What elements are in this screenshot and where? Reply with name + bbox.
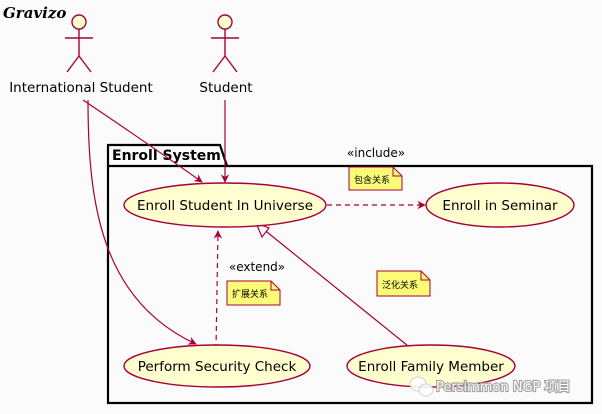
actor-international-student: International Student [9,14,153,96]
actor-label: Student [199,80,252,96]
usecase-enroll-family-member: Enroll Family Member [346,344,516,388]
gravizo-logo: Gravizo [3,4,66,22]
package-enroll-system: Enroll System [106,143,594,405]
generalization-line [261,227,414,351]
usecase-label: Enroll in Seminar [442,198,558,214]
usecase-label: Perform Security Check [138,359,297,375]
include-stereotype: «include» [347,146,405,160]
usecase-label: Enroll Family Member [358,359,504,375]
note-text: 泛化关系 [382,279,418,291]
actor-stick-figure-icon [65,14,93,73]
usecase-label: Enroll Student In Universe [137,198,313,214]
association-intl-to-security [87,99,197,345]
wechat-icon [409,376,434,397]
note-include: 包含关系 [348,166,403,191]
usecase-perform-security-check: Perform Security Check [123,344,311,388]
note-extend: 扩展关系 [226,280,281,306]
extend-stereotype: «extend» [229,260,285,274]
actor-stick-figure-icon [211,14,239,73]
usecase-enroll-student-in-universe: Enroll Student In Universe [123,182,327,228]
actor-student: Student [199,14,253,96]
note-text: 扩展关系 [232,288,268,300]
association-intl-to-enroll [82,99,203,183]
note-text: 包含关系 [354,174,390,186]
actor-label: International Student [9,80,153,96]
usecase-enroll-in-seminar: Enroll in Seminar [425,182,575,228]
watermark-text: Persimmon NGP 项目 [436,380,571,395]
note-generalization: 泛化关系 [376,270,431,297]
watermark: Persimmon NGP 项目 [409,376,572,397]
extend-arrow [213,230,223,350]
package-title: Enroll System [112,148,221,164]
